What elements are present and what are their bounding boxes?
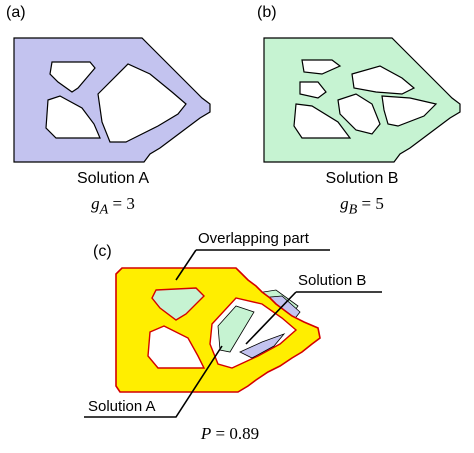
solution-b-hole [299,81,327,99]
callout-solution-a-line [84,345,223,418]
solution-a-formula: gA = 3 [13,194,213,218]
callout-solution-b: Solution B [298,272,367,289]
callout-solution-b-line [245,291,382,345]
formula-subscript: B [348,201,358,218]
formula-subscript: A [99,201,109,218]
formula-relation: = 3 [112,194,135,213]
solution-a-structure [13,37,211,163]
solution-a-hole [45,95,101,139]
panel-a-label: (a) [6,4,26,21]
solution-b-hole [301,59,342,75]
overlap-hole [151,287,205,321]
panel-b-label: (b) [257,4,277,21]
solution-a-hole [49,61,96,93]
formula-relation: = 0.89 [215,424,260,443]
solution-b-hole [381,95,438,127]
solution-b-hole [337,93,381,135]
callout-solution-a: Solution A [88,398,156,415]
solution-a-only-region [239,333,286,359]
solution-a-caption: Solution A [76,170,150,187]
solution-b-structure [263,37,461,163]
callout-overlap-line [175,249,330,281]
solution-b-formula: gB = 5 [262,194,462,218]
overlap-structure [115,267,321,393]
panel-c-label: (c) [93,243,112,260]
solution-b-hole [293,103,352,139]
solution-b-hole [351,65,416,95]
callout-overlapping-part: Overlapping part [198,230,309,247]
solution-b-only-region [217,305,255,353]
overlap-formula: P = 0.89 [130,424,330,444]
formula-variable: g [91,194,100,213]
solution-b-caption: Solution B [325,170,399,187]
solution-a-hole [97,63,187,143]
formula-relation: = 5 [361,194,384,213]
formula-variable: g [340,194,349,213]
overlap-hole [147,325,206,369]
formula-variable: P [200,424,212,443]
